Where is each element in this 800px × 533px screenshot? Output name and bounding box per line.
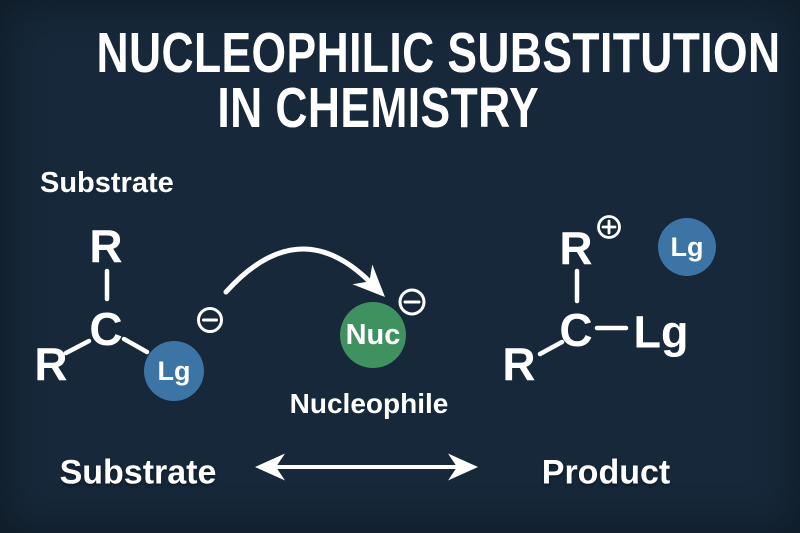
- substrate-atom-carbon: C: [89, 303, 123, 355]
- product-bonded-leaving-group: Lg: [633, 306, 689, 358]
- nucleophile-label: Nucleophile: [289, 388, 449, 419]
- arrowhead-icon: [352, 264, 385, 297]
- substrate-top-label: Substrate: [40, 167, 174, 199]
- substrate-leaving-group-badge: Lg: [144, 341, 204, 401]
- nucleophile-badge: Nuc: [340, 302, 406, 368]
- nucleophile-abbrev: Nuc: [345, 318, 401, 351]
- footer-substrate-label: Substrate: [59, 453, 217, 492]
- substrate-atom-r-left: R: [34, 338, 68, 390]
- product-atom-carbon: C: [559, 304, 593, 356]
- minus-charge-icon-nucleophile: [398, 288, 426, 316]
- arrowhead-left-icon: [255, 453, 285, 481]
- arrowhead-right-icon: [448, 453, 478, 481]
- substrate-product-arrow-icon: [255, 453, 478, 481]
- product-atom-r-left: R: [502, 338, 536, 390]
- leaving-group-label: Lg: [670, 231, 704, 262]
- bond-c-r-left: [63, 338, 92, 356]
- title-line-2: IN CHEMISTRY: [217, 76, 539, 140]
- curved-attack-arrow: [223, 246, 385, 297]
- bond-c-lg: [121, 336, 150, 355]
- footer-product-label: Product: [541, 453, 671, 492]
- substrate-atom-r-top: R: [89, 220, 123, 272]
- product-atom-r-top: R: [559, 222, 593, 274]
- product-departed-leaving-group-badge: Lg: [658, 218, 716, 276]
- minus-charge-icon-substrate: [197, 307, 223, 333]
- plus-charge-icon-product: [597, 215, 621, 239]
- leaving-group-label: Lg: [157, 355, 191, 386]
- title-line-1: NUCLEOPHILIC SUBSTITUTION: [96, 21, 781, 85]
